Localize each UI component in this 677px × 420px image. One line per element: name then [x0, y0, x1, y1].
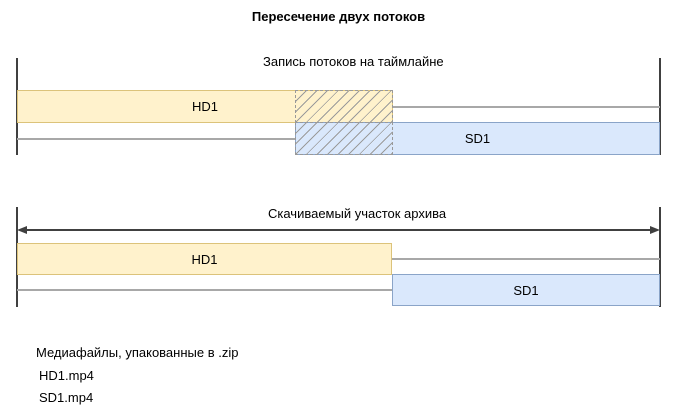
download-range-caption: Скачиваемый участок архива — [268, 206, 447, 221]
file-item: HD1.mp4 — [39, 368, 94, 383]
timeline1-start-line — [16, 58, 18, 155]
hd1-download-bar: HD1 — [17, 243, 392, 275]
sd1-download-label: SD1 — [513, 282, 539, 298]
timeline2-start-line — [16, 207, 18, 307]
files-heading: Медиафайлы, упакованные в .zip — [36, 345, 239, 360]
arrowhead-left-icon — [17, 226, 27, 234]
hd1-recording-label: HD1 — [191, 99, 218, 114]
file-item: SD1.mp4 — [39, 390, 94, 405]
overlap-hatch-hd1 — [295, 90, 393, 123]
hd1-download-label: HD1 — [191, 251, 218, 267]
arrowhead-right-icon — [650, 226, 660, 234]
recording-caption: Запись потоков на таймлайне — [263, 54, 444, 69]
sd1-download-bar: SD1 — [392, 274, 660, 306]
sd1-track-line-2 — [17, 289, 660, 291]
sd1-recording-label: SD1 — [464, 131, 491, 146]
page-title: Пересечение двух потоков — [251, 9, 426, 24]
timeline2-end-line — [659, 207, 661, 307]
download-range-arrow — [25, 229, 652, 231]
overlap-hatch-sd1 — [295, 122, 393, 155]
